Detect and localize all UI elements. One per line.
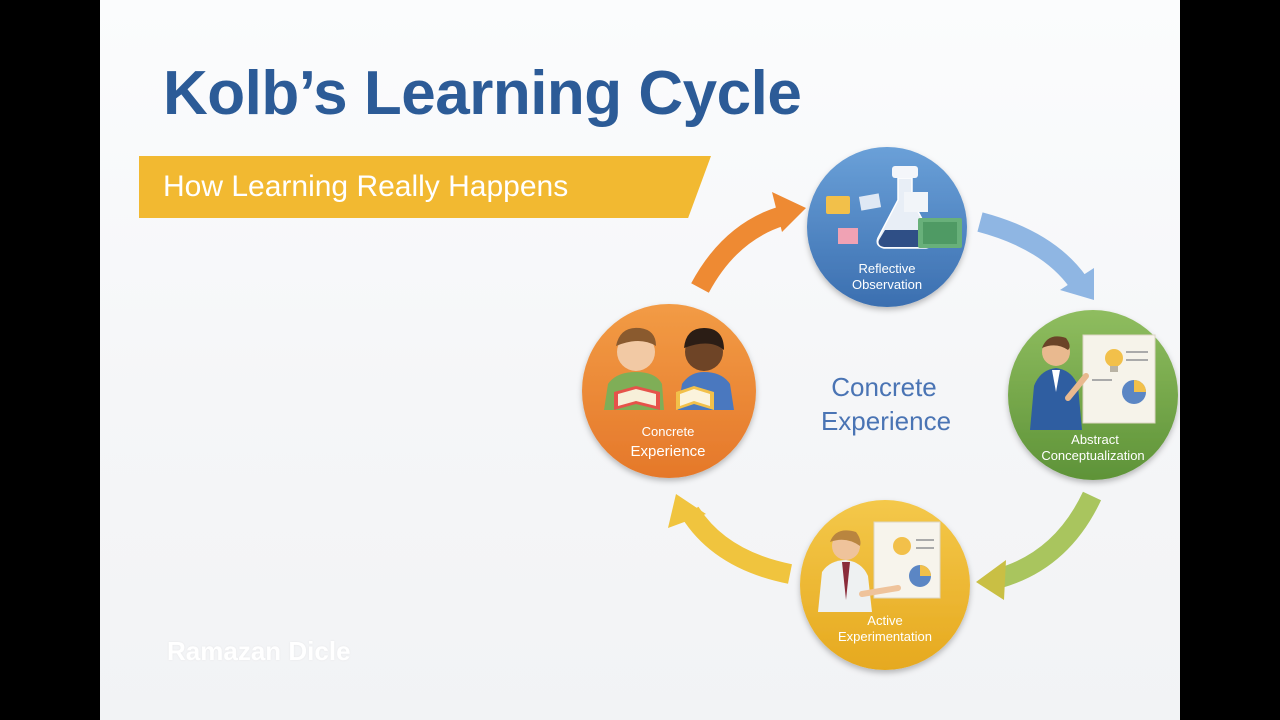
presenter-with-chart-icon [1030,334,1156,430]
node-label-line2: Experience [630,443,705,460]
center-label-line2: Experience [821,406,951,436]
author-name: Ramazan Dicle [167,636,351,666]
node-label-line2: Conceptualization [1041,448,1144,463]
node-concrete-experience: Concrete Experience [582,304,756,478]
slide-subtitle: How Learning Really Happens [163,170,569,203]
lab-equipment-icon [826,166,962,249]
node-active-experimentation: Active Experimentation [800,500,970,670]
node-label-line1: Concrete [642,424,695,439]
node-reflective-observation: Reflective Observation [807,147,967,307]
arrow-abstract-to-active [976,491,1102,600]
slide-title: Kolb’s Learning Cycle [163,59,802,128]
slide: Kolb’s Learning Cycle How Learning Reall… [100,0,1180,720]
arrow-reflective-to-abstract [977,212,1094,300]
node-label-line1: Reflective [858,261,915,276]
subtitle-banner: How Learning Really Happens [139,156,711,218]
two-students-reading-icon [604,327,734,410]
node-label-line2: Observation [852,277,922,292]
node-label-line1: Abstract [1071,432,1119,447]
arrow-active-to-concrete [668,494,793,584]
node-label-line1: Active [867,613,902,628]
node-abstract-conceptualization: Abstract Conceptualization [1008,310,1178,480]
experimenter-with-chart-icon [818,521,941,612]
node-label-line2: Experimentation [838,629,932,644]
arrow-concrete-to-reflective [691,192,806,293]
center-label-line1: Concrete [831,372,937,402]
